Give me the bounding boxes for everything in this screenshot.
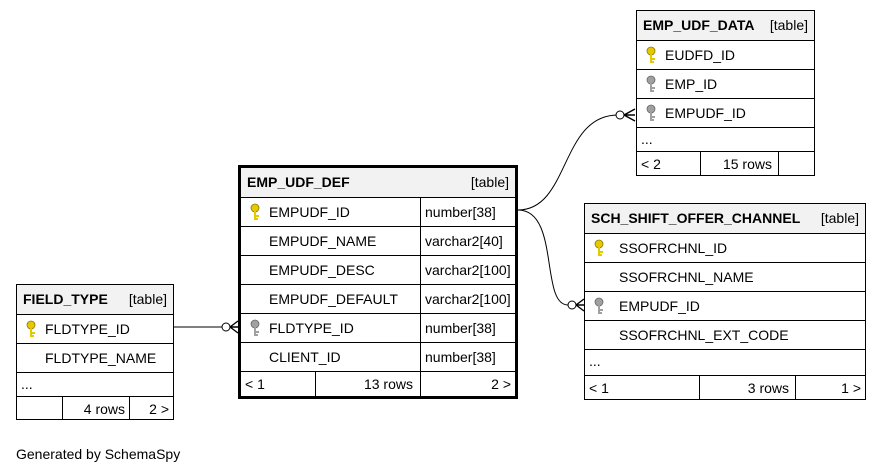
children-count[interactable]: 2 > bbox=[149, 401, 169, 417]
column-name: EMPUDF_ID bbox=[619, 298, 700, 314]
ellipsis-row: ... bbox=[17, 372, 173, 396]
foreign-key-icon bbox=[646, 75, 656, 92]
children-count[interactable]: 2 > bbox=[491, 376, 511, 392]
column-name: EMPUDF_ID bbox=[665, 105, 746, 121]
table-type-tag: [table] bbox=[769, 17, 808, 33]
column-type: varchar2[100] bbox=[425, 262, 511, 278]
column-name: CLIENT_ID bbox=[269, 349, 341, 365]
table-name: SCH_SHIFT_OFFER_CHANNEL bbox=[591, 210, 801, 226]
column-name: EMPUDF_DESC bbox=[269, 262, 375, 278]
primary-key-icon bbox=[594, 239, 604, 256]
primary-key-icon bbox=[26, 320, 36, 337]
column-row[interactable]: SSOFRCHNL_ID bbox=[585, 233, 865, 262]
column-row[interactable]: EMPUDF_ID bbox=[585, 291, 865, 320]
column-type: varchar2[40] bbox=[425, 233, 503, 249]
table-name: FIELD_TYPE bbox=[23, 291, 108, 307]
parents-count[interactable]: < 2 bbox=[641, 156, 661, 172]
parents-count[interactable]: < 1 bbox=[589, 380, 609, 396]
column-row[interactable]: FLDTYPE_NAME bbox=[17, 343, 173, 372]
ellipsis: ... bbox=[589, 353, 601, 369]
column-name: EMP_ID bbox=[665, 76, 718, 92]
column-type: number[38] bbox=[425, 349, 496, 365]
ellipsis-row: ... bbox=[585, 349, 865, 375]
column-row[interactable]: EUDFD_ID bbox=[637, 40, 814, 69]
column-row[interactable]: SSOFRCHNL_NAME bbox=[585, 262, 865, 291]
row-count: 13 rows bbox=[363, 376, 413, 392]
column-row[interactable]: CLIENT_ID number[38] bbox=[241, 342, 515, 371]
column-name: FLDTYPE_ID bbox=[269, 320, 354, 336]
column-row[interactable]: FLDTYPE_ID number[38] bbox=[241, 313, 515, 342]
table-field-type[interactable]: FIELD_TYPE [table] FLDTYPE_ID FLDTYPE_NA… bbox=[16, 284, 174, 420]
table-emp-udf-data[interactable]: EMP_UDF_DATA [table] EUDFD_ID EMP_ID EMP… bbox=[636, 10, 815, 176]
primary-key-icon bbox=[646, 46, 656, 63]
column-row[interactable]: FLDTYPE_ID bbox=[17, 314, 173, 343]
table-footer: < 1 13 rows 2 > bbox=[241, 371, 515, 396]
table-emp-udf-def[interactable]: EMP_UDF_DEF [table] EMPUDF_ID number[38]… bbox=[238, 165, 518, 399]
column-row[interactable]: EMP_ID bbox=[637, 69, 814, 98]
parents-count[interactable]: < 1 bbox=[245, 376, 265, 392]
column-name: EMPUDF_ID bbox=[269, 204, 350, 220]
table-type-tag: [table] bbox=[128, 291, 167, 307]
ellipsis: ... bbox=[641, 131, 653, 147]
column-row[interactable]: EMPUDF_ID number[38] bbox=[241, 197, 515, 226]
column-name: FLDTYPE_ID bbox=[45, 321, 130, 337]
table-sch-shift-offer-channel[interactable]: SCH_SHIFT_OFFER_CHANNEL [table] SSOFRCHN… bbox=[584, 203, 866, 400]
ellipsis: ... bbox=[21, 376, 33, 392]
table-name: EMP_UDF_DATA bbox=[643, 17, 755, 33]
relationship-empudfdef-schshiftofferchannel bbox=[517, 209, 585, 312]
foreign-key-icon bbox=[594, 297, 604, 314]
ellipsis-row: ... bbox=[637, 127, 814, 151]
column-row[interactable]: EMPUDF_NAME varchar2[40] bbox=[241, 226, 515, 255]
row-count: 4 rows bbox=[83, 401, 125, 417]
column-row[interactable]: EMPUDF_DESC varchar2[100] bbox=[241, 255, 515, 284]
table-name: EMP_UDF_DEF bbox=[247, 174, 350, 190]
table-header[interactable]: FIELD_TYPE [table] bbox=[17, 285, 173, 314]
primary-key-icon bbox=[250, 203, 260, 220]
column-name: EMPUDF_DEFAULT bbox=[269, 291, 398, 307]
column-type: varchar2[100] bbox=[425, 291, 511, 307]
relationship-fieldtype-empudfdef bbox=[174, 320, 239, 334]
table-type-tag: [table] bbox=[470, 174, 509, 190]
column-type: number[38] bbox=[425, 320, 496, 336]
column-name: SSOFRCHNL_EXT_CODE bbox=[619, 327, 789, 343]
column-name: SSOFRCHNL_ID bbox=[619, 240, 728, 256]
table-header[interactable]: EMP_UDF_DATA [table] bbox=[637, 11, 814, 40]
generated-by-text: Generated by SchemaSpy bbox=[16, 446, 181, 462]
table-header[interactable]: EMP_UDF_DEF [table] bbox=[241, 168, 515, 197]
column-row[interactable]: EMPUDF_DEFAULT varchar2[100] bbox=[241, 284, 515, 313]
column-name: SSOFRCHNL_NAME bbox=[619, 269, 754, 285]
column-name: EMPUDF_NAME bbox=[269, 233, 377, 249]
table-footer: < 2 15 rows bbox=[637, 151, 814, 175]
foreign-key-icon bbox=[646, 104, 656, 121]
table-footer: 4 rows 2 > bbox=[17, 396, 173, 419]
foreign-key-icon bbox=[250, 319, 260, 336]
column-name: FLDTYPE_NAME bbox=[45, 350, 157, 366]
column-row[interactable]: EMPUDF_ID bbox=[637, 98, 814, 127]
column-name: EUDFD_ID bbox=[665, 47, 736, 63]
table-type-tag: [table] bbox=[820, 210, 859, 226]
row-count: 3 rows bbox=[747, 380, 789, 396]
row-count: 15 rows bbox=[722, 156, 772, 172]
children-count[interactable]: 1 > bbox=[841, 380, 861, 396]
relationship-empudfdef-empudfdata bbox=[517, 108, 636, 211]
table-header[interactable]: SCH_SHIFT_OFFER_CHANNEL [table] bbox=[585, 204, 865, 233]
column-type: number[38] bbox=[425, 204, 496, 220]
column-row[interactable]: SSOFRCHNL_EXT_CODE bbox=[585, 320, 865, 349]
table-footer: < 1 3 rows 1 > bbox=[585, 375, 865, 399]
